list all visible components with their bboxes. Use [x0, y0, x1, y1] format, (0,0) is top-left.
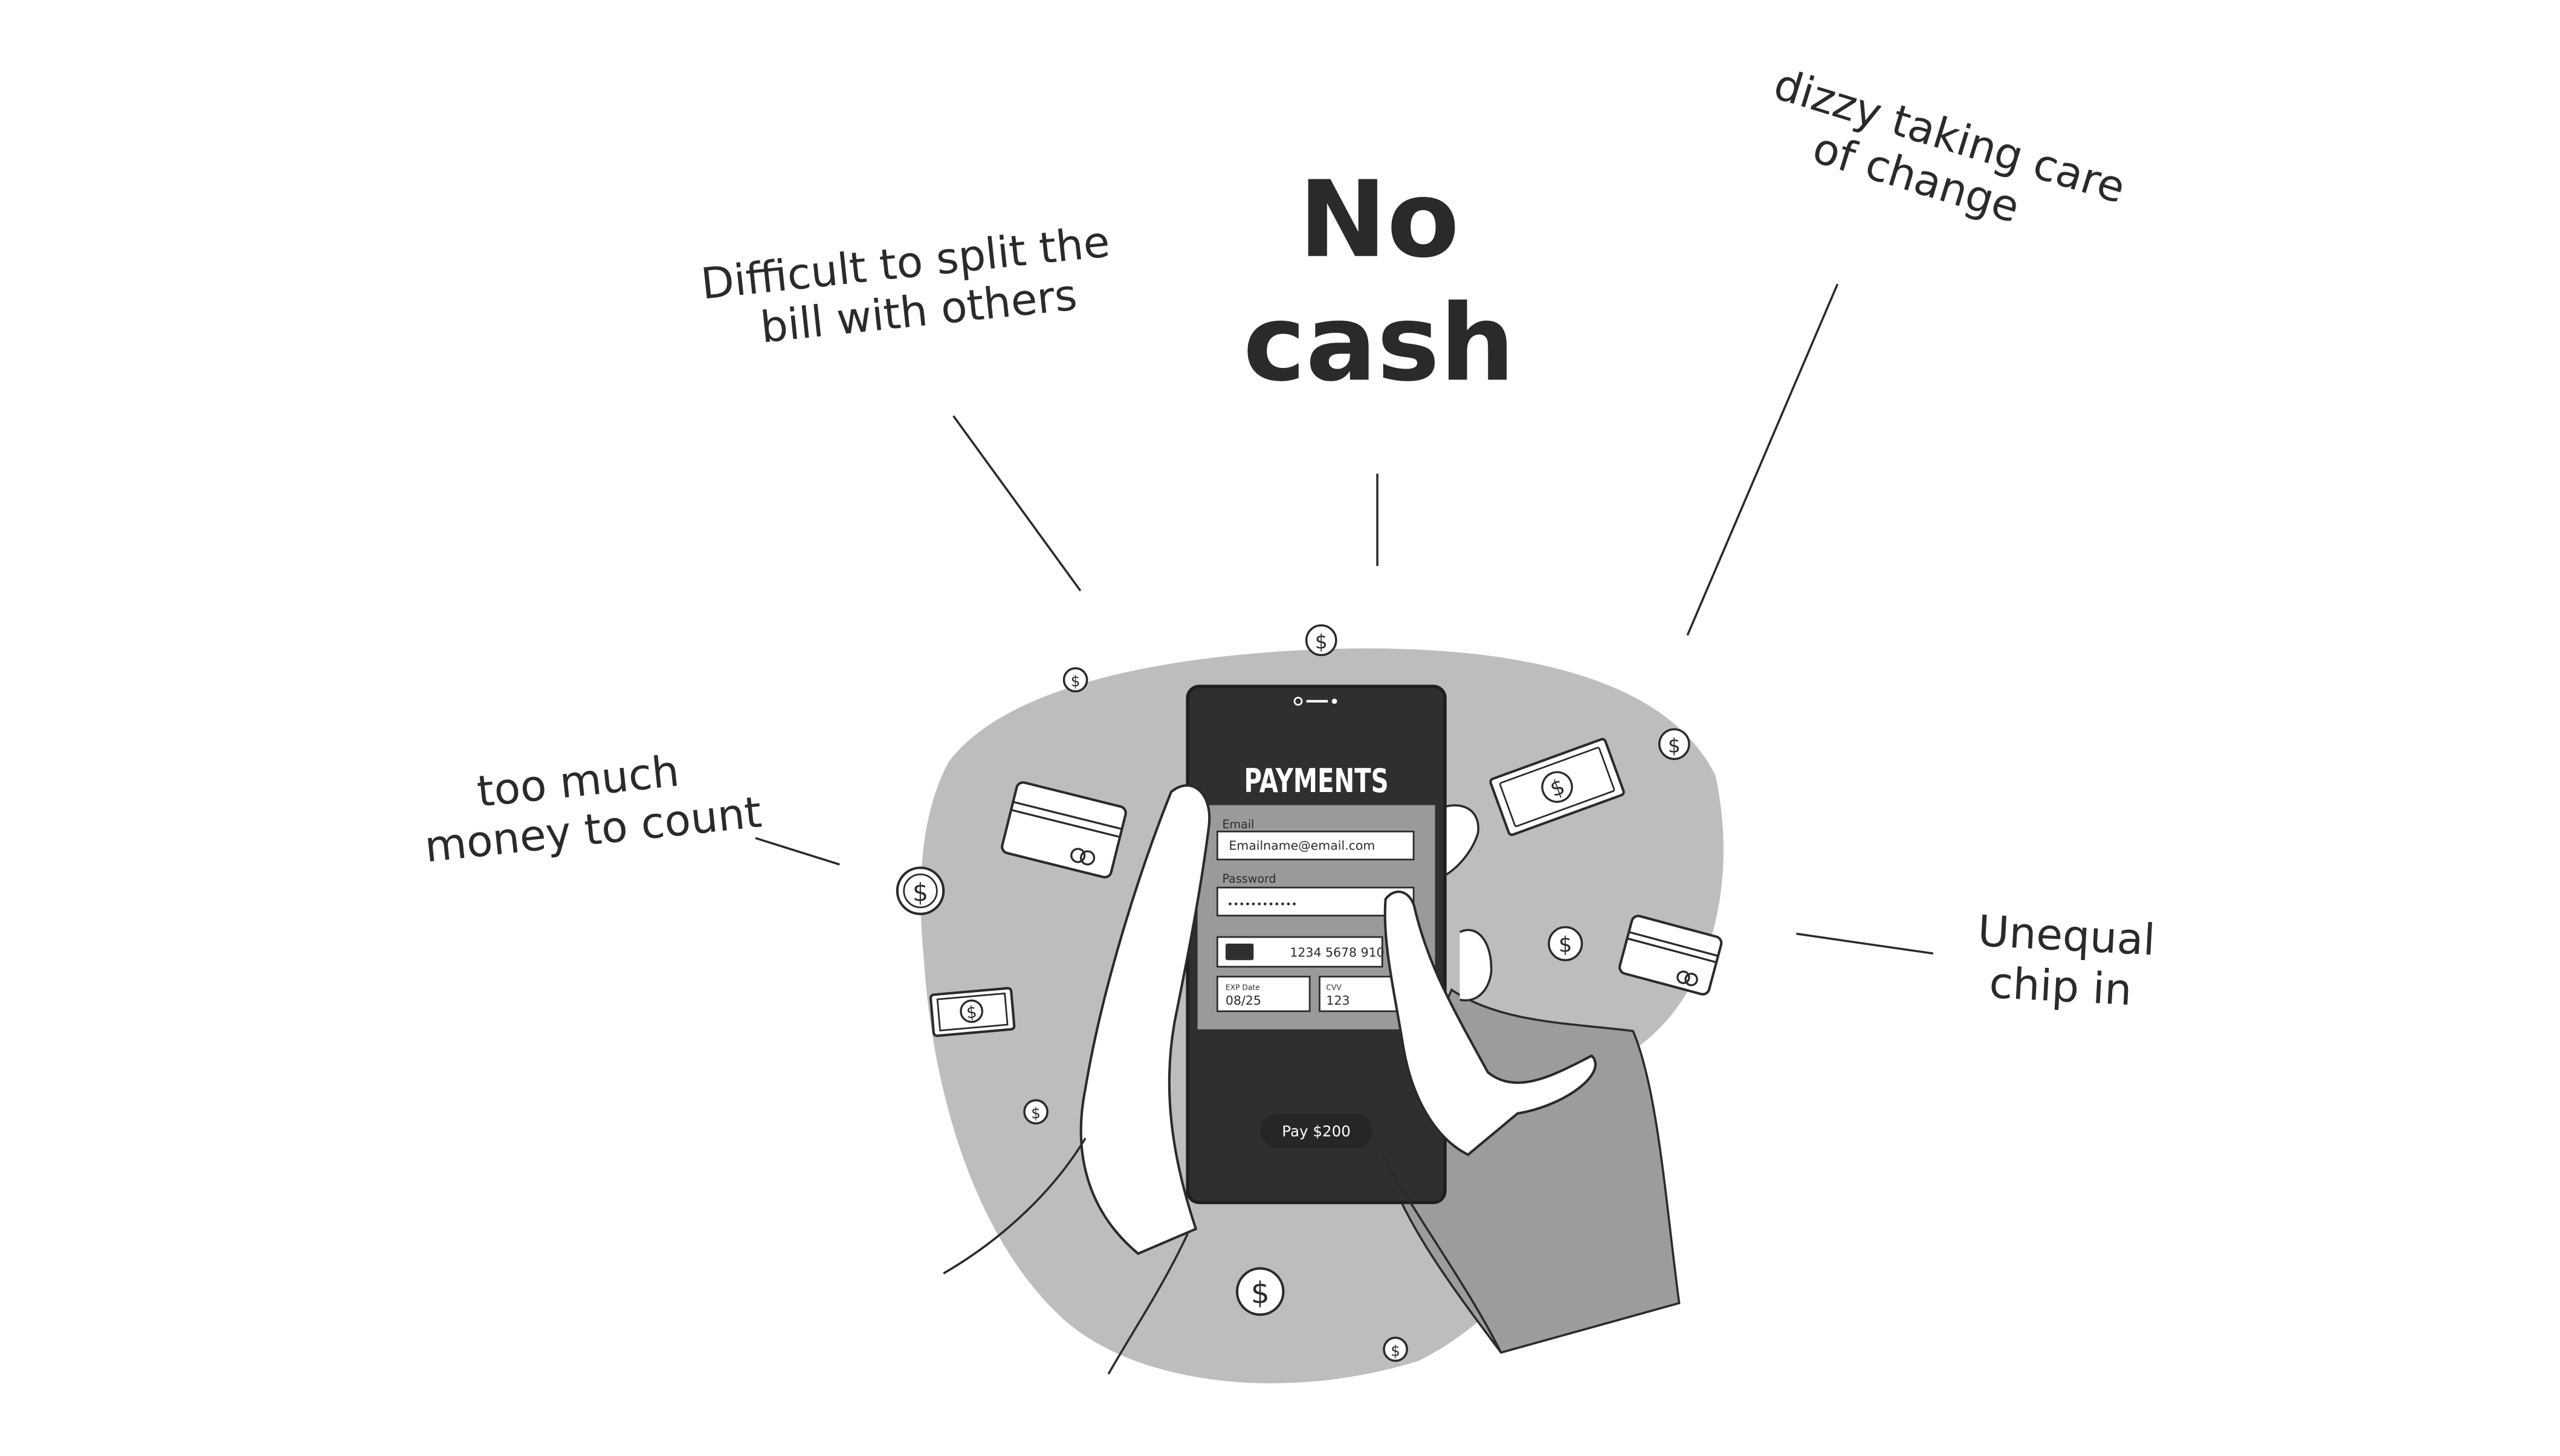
right-hand-finger — [1383, 891, 1597, 1156]
right-forearm-line — [1381, 1154, 1502, 1353]
connector-lines — [755, 283, 1934, 955]
callout-split-bill: Difficult to split the bill with others — [699, 216, 1112, 353]
connector-count — [755, 837, 840, 866]
pay-button-label: Pay $200 — [1282, 1123, 1351, 1140]
coin-icon: $ — [1383, 1336, 1408, 1362]
title-line-2: cash — [1243, 282, 1515, 405]
dollar-glyph: $ — [1315, 630, 1328, 653]
card-number-value: 1234 5678 910 — [1290, 945, 1384, 960]
password-label: Password — [1222, 872, 1276, 886]
dollar-glyph: $ — [1559, 933, 1573, 958]
card-chip-icon — [1225, 943, 1254, 961]
right-hand-back — [1440, 804, 1479, 875]
coin-icon: $ — [1305, 624, 1337, 657]
callout-count-money: too much money to count — [422, 746, 764, 872]
right-hand-thumb — [1459, 929, 1493, 1002]
pay-button[interactable] — [1260, 1113, 1372, 1148]
connector-unequal — [1796, 932, 1934, 955]
connector-split-bill — [952, 415, 1082, 591]
password-field[interactable] — [1216, 886, 1415, 916]
title-line-1: No — [1299, 159, 1459, 282]
left-wrist — [943, 1138, 1087, 1275]
coin-icon: $ — [1235, 1267, 1285, 1316]
callout-dizzy-change: dizzy taking care of change — [1768, 59, 2131, 233]
dollar-glyph: $ — [1391, 1342, 1400, 1359]
dollar-glyph: $ — [1031, 1104, 1041, 1122]
password-field-value: •••••••••••• — [1227, 898, 1298, 910]
coin-icon: $ — [1548, 926, 1583, 961]
left-hand — [1079, 784, 1211, 1255]
payments-heading: PAYMENTS — [1244, 762, 1388, 800]
dollar-glyph: $ — [913, 878, 928, 907]
dollar-glyph: $ — [1071, 672, 1081, 690]
callout-unequal-line-2: chip in — [1988, 958, 2133, 1015]
dollar-glyph: $ — [1251, 1275, 1270, 1310]
coin-icon: $ — [1658, 728, 1690, 760]
coin-icon: $ — [1062, 667, 1088, 693]
coin-icon: $ — [896, 866, 945, 915]
phone-sensor — [1331, 698, 1337, 704]
exp-date-value: 08/25 — [1226, 993, 1261, 1008]
banknote-icon: $ — [1489, 738, 1625, 836]
banknote-icon: $ — [929, 987, 1016, 1037]
phone-camera — [1293, 697, 1303, 706]
email-field-value: Emailname@email.com — [1229, 838, 1375, 852]
dollar-glyph: $ — [1668, 734, 1681, 757]
email-label: Email — [1222, 817, 1254, 831]
exp-date-label: EXP Date — [1226, 983, 1260, 991]
cvv-value: 123 — [1326, 993, 1349, 1008]
cvv-label: CVV — [1326, 983, 1342, 991]
exp-date-field[interactable] — [1216, 976, 1311, 1013]
credit-card-icon — [1001, 781, 1127, 879]
dollar-glyph: $ — [966, 1003, 978, 1022]
callout-unequal-line-1: Unequal — [1977, 906, 2157, 965]
email-field[interactable] — [1216, 830, 1415, 861]
left-wrist-lower — [1107, 1233, 1189, 1375]
coin-icon: $ — [1023, 1099, 1049, 1125]
callout-unequal: Unequal chip in — [1977, 906, 2157, 1015]
credit-card-icon — [1618, 915, 1723, 996]
connector-dizzy — [1686, 283, 1839, 636]
